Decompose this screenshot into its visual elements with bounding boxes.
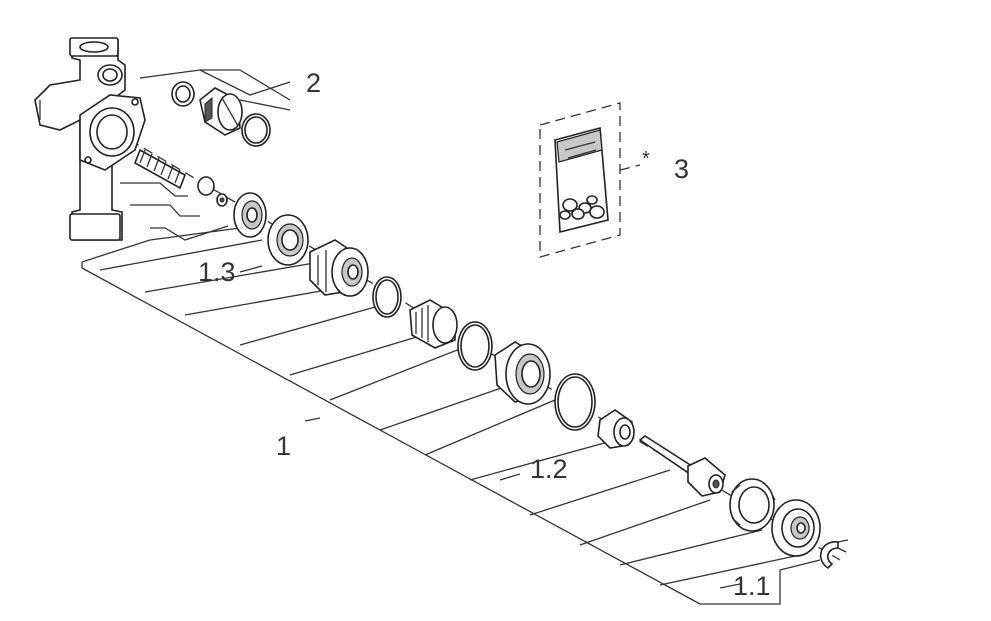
cartridge-housing <box>309 239 369 297</box>
parts-bag <box>539 102 641 258</box>
label-1: 1 <box>276 431 291 461</box>
cap-1-1 <box>771 499 821 557</box>
small-parts <box>197 176 228 207</box>
label-2: 2 <box>306 68 321 98</box>
leader-lines-group-1 <box>81 182 821 605</box>
group-2-parts <box>171 81 271 147</box>
hex-nut <box>729 478 776 532</box>
spring <box>134 148 186 190</box>
ring-1-3 <box>267 214 309 266</box>
label-1-2: 1.2 <box>530 454 568 484</box>
o-ring-1-inner <box>375 279 399 315</box>
clip <box>819 541 839 570</box>
label-3: 3 <box>674 154 689 184</box>
small-bushing <box>597 409 635 449</box>
o-ring-1-2-inner <box>557 376 593 428</box>
valve-body <box>34 37 146 241</box>
label-1-3: 1.3 <box>198 257 236 287</box>
seat-bushing <box>233 192 267 238</box>
label-1-1: 1.1 <box>733 571 771 601</box>
piston <box>409 299 458 349</box>
asterisk-marker: * <box>642 148 650 170</box>
nut-housing <box>494 341 551 405</box>
leader-lines-group-2 <box>139 69 291 111</box>
o-ring-2-inner <box>460 324 490 368</box>
clip-ends <box>837 539 849 553</box>
spindle <box>638 435 726 497</box>
